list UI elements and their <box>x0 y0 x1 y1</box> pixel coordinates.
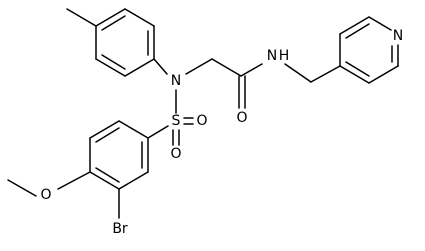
bond <box>118 171 149 190</box>
carbonyl-oxygen-label: O <box>236 110 247 126</box>
bond <box>66 8 97 27</box>
sulfonyl-oxygen-bottom-label: O <box>170 146 181 162</box>
bond <box>118 120 149 139</box>
sulfonyl-oxygen-right-label: O <box>196 113 207 129</box>
bromine-label: Br <box>112 221 128 237</box>
atom-labels: N S O O O N H N O Br <box>40 28 403 237</box>
bond <box>101 54 126 70</box>
pyridine-nitrogen-label: N <box>393 28 403 44</box>
bond <box>339 16 370 35</box>
bond <box>7 179 37 197</box>
amide-hydrogen-label: H <box>279 48 290 64</box>
bond <box>95 8 126 27</box>
bond <box>185 58 213 75</box>
bond <box>339 65 370 84</box>
bond <box>89 171 120 190</box>
bond <box>368 65 399 84</box>
bond <box>124 58 155 77</box>
bond <box>89 120 120 139</box>
bond <box>345 23 370 39</box>
bond <box>153 58 168 75</box>
bond <box>147 125 169 139</box>
bond <box>345 61 370 77</box>
bond <box>368 16 392 31</box>
amide-nitrogen-label: N <box>267 48 277 64</box>
methoxy-oxygen-label: O <box>40 187 51 203</box>
bonds <box>7 8 399 219</box>
bond <box>57 171 91 190</box>
bond <box>95 58 126 77</box>
bond <box>240 63 263 77</box>
bond <box>124 8 155 27</box>
bond <box>310 65 341 83</box>
sulfur-label: S <box>172 113 181 129</box>
bond <box>95 167 120 183</box>
bond <box>101 15 126 31</box>
bond <box>211 58 242 77</box>
bond <box>95 127 120 143</box>
bond <box>284 63 312 83</box>
amine-nitrogen-label: N <box>171 73 181 89</box>
